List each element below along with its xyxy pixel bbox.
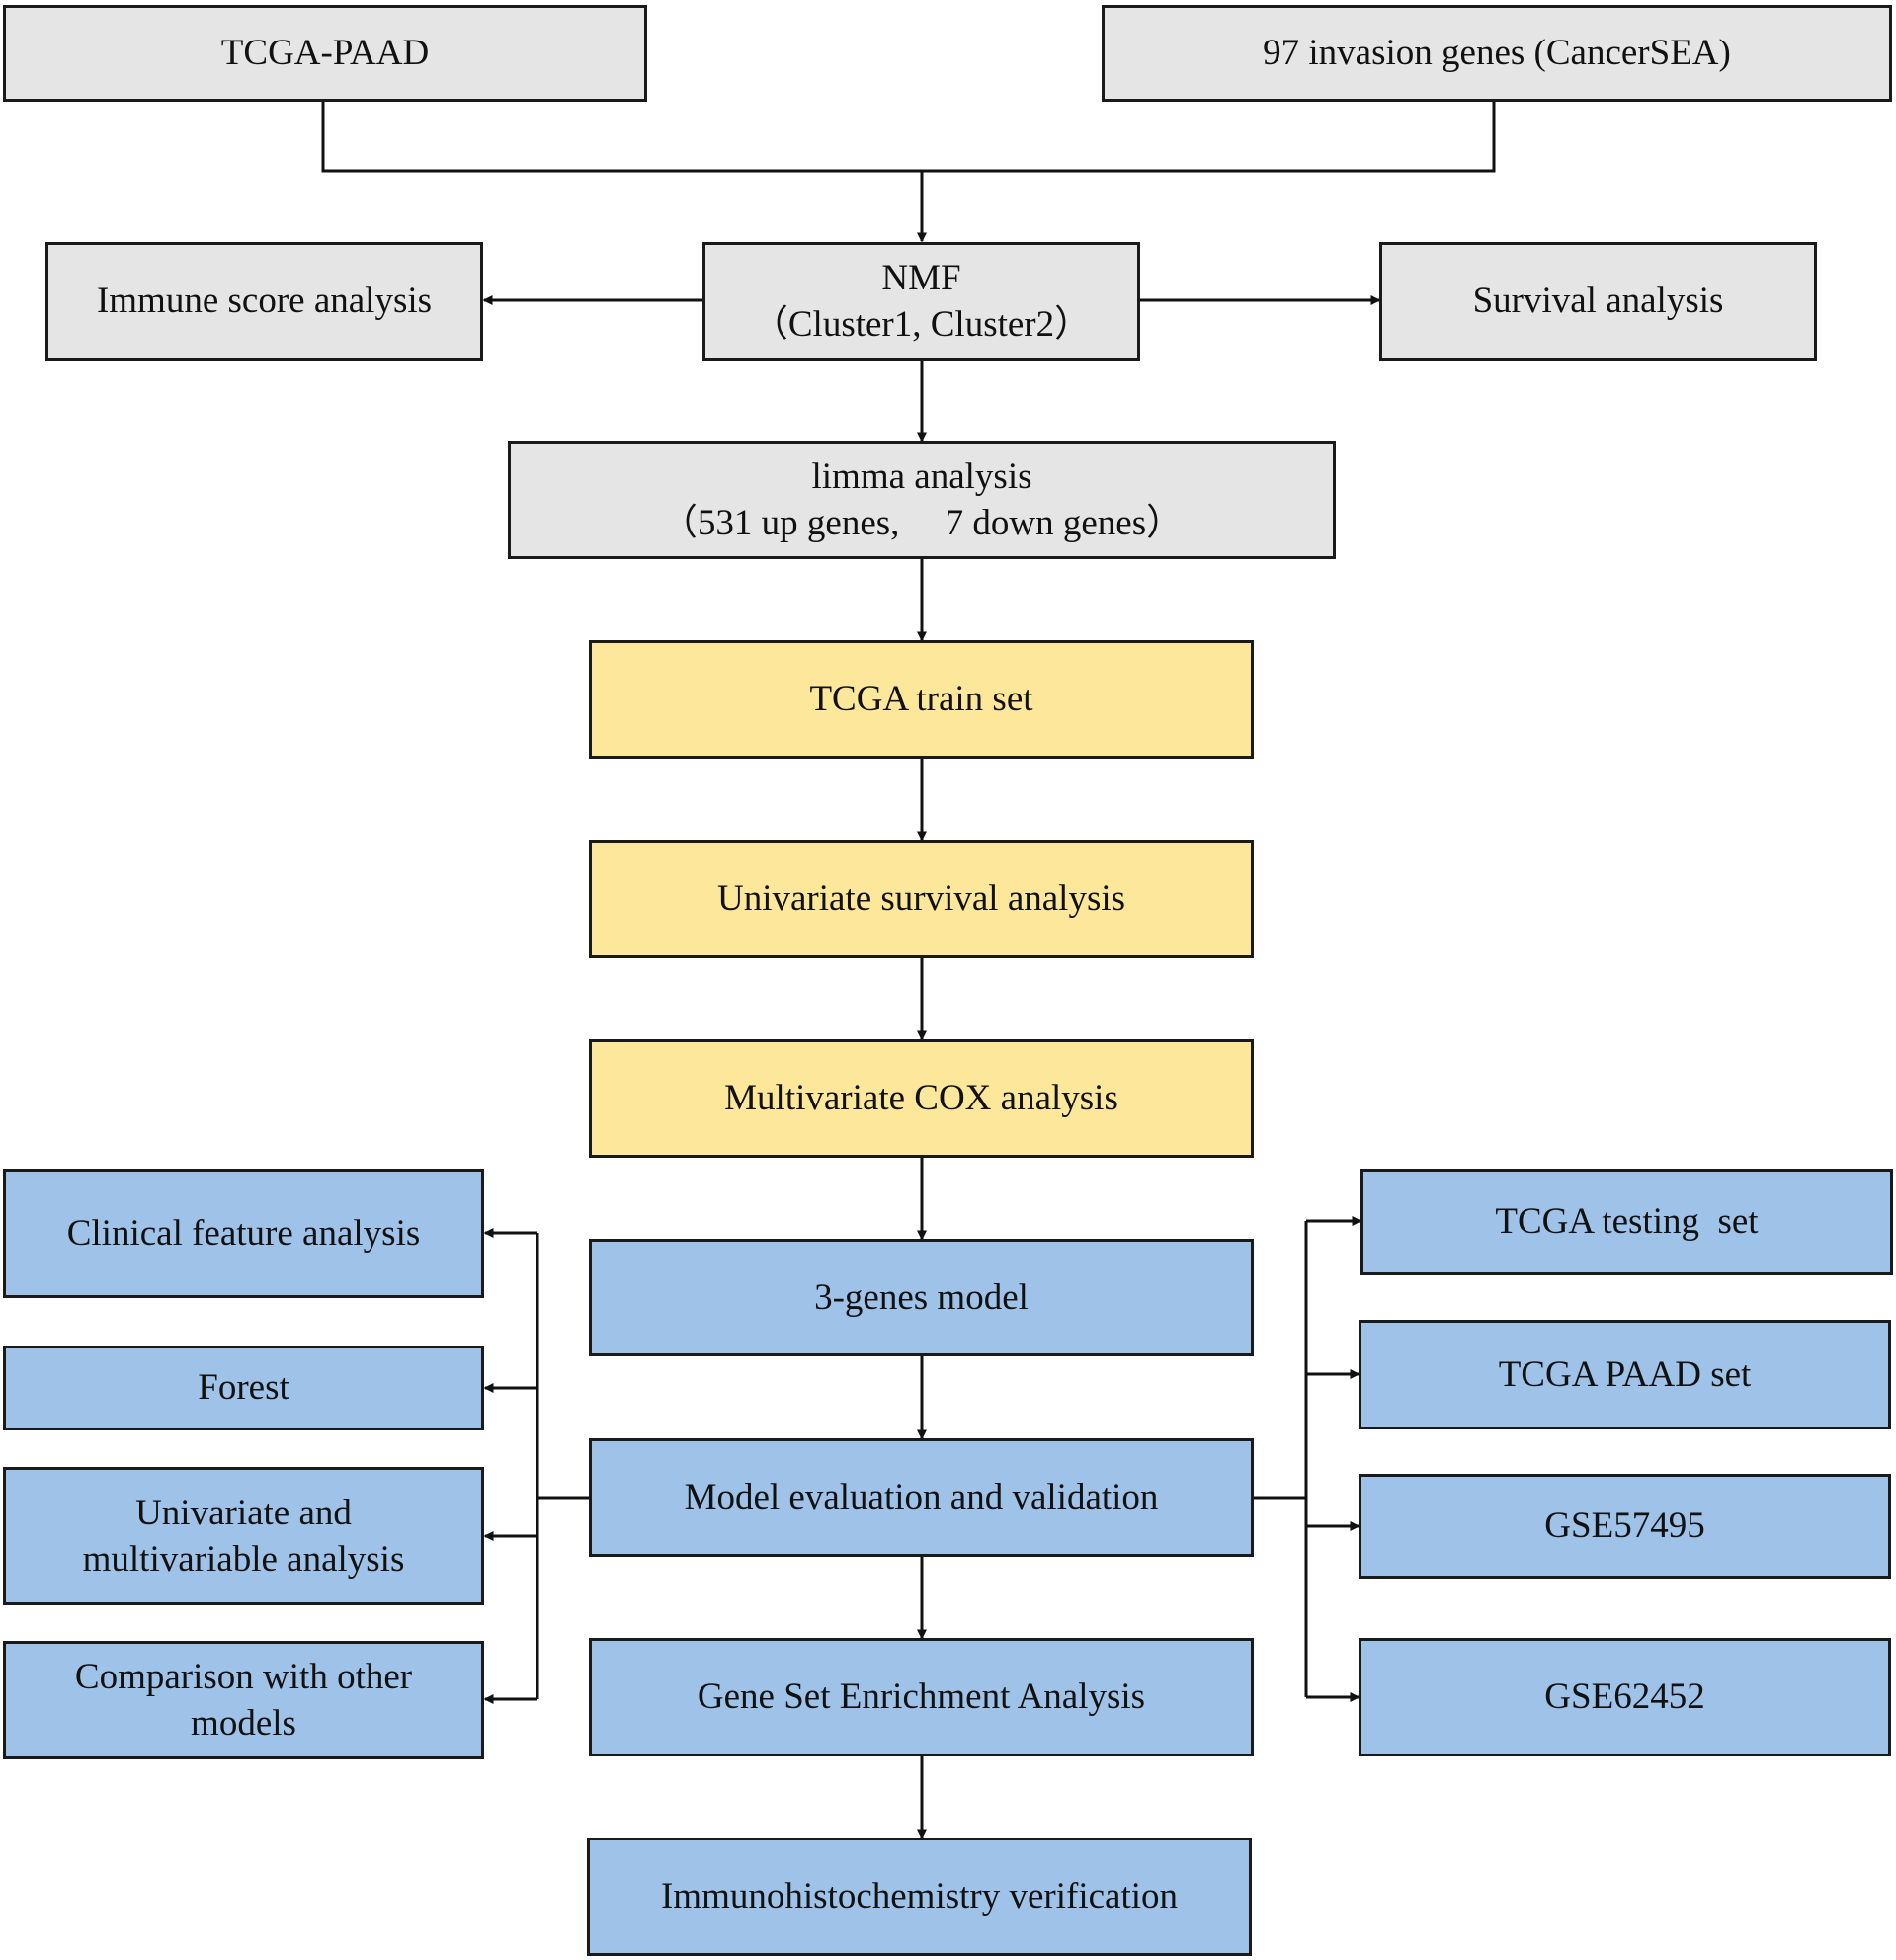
connector-tcga-paad-merge <box>321 102 922 173</box>
node-immune-score-analysis: Immune score analysis <box>45 242 483 361</box>
node-label: 97 invasion genes (CancerSEA) <box>1263 33 1731 74</box>
node-label: TCGA testing set <box>1495 1201 1759 1243</box>
node-tcga-testing-set: TCGA testing set <box>1360 1169 1893 1275</box>
node-survival-analysis: Survival analysis <box>1379 242 1817 361</box>
node-forest: Forest <box>3 1346 484 1430</box>
node-label: GSE57495 <box>1544 1506 1705 1547</box>
node-nmf: NMF （Cluster1, Cluster2） <box>702 242 1140 361</box>
connector-invasion-genes-merge <box>922 102 1496 173</box>
node-limma-analysis: limma analysis （531 up genes, 7 down gen… <box>508 441 1336 559</box>
node-clinical-feature-analysis: Clinical feature analysis <box>3 1169 484 1298</box>
node-label: （531 up genes, 7 down genes） <box>660 503 1184 543</box>
node-invasion-genes: 97 invasion genes (CancerSEA) <box>1102 5 1892 102</box>
node-gene-set-enrichment-analysis: Gene Set Enrichment Analysis <box>589 1638 1254 1756</box>
node-multivariate-cox-analysis: Multivariate COX analysis <box>589 1039 1254 1158</box>
node-gse62452: GSE62452 <box>1359 1638 1891 1756</box>
node-immunohistochemistry-verification: Immunohistochemistry verification <box>587 1838 1252 1956</box>
node-label: Univariate and <box>135 1492 352 1533</box>
node-model-evaluation-validation: Model evaluation and validation <box>589 1438 1254 1557</box>
node-univariate-multivariable-analysis: Univariate and multivariable analysis <box>3 1467 484 1605</box>
node-univariate-survival-analysis: Univariate survival analysis <box>589 840 1254 958</box>
node-label: Forest <box>198 1367 289 1409</box>
node-label: Immune score analysis <box>96 281 433 322</box>
node-label: TCGA-PAAD <box>220 33 430 74</box>
node-label: GSE62452 <box>1544 1676 1705 1718</box>
node-label: Univariate survival analysis <box>716 878 1126 920</box>
node-label: TCGA PAAD set <box>1498 1353 1752 1395</box>
node-gse57495: GSE57495 <box>1359 1474 1891 1579</box>
node-tcga-train-set: TCGA train set <box>589 640 1254 759</box>
node-label: Comparison with other <box>74 1656 413 1697</box>
node-label: NMF <box>881 257 961 298</box>
node-tcga-paad-set: TCGA PAAD set <box>1359 1320 1891 1429</box>
node-label: models <box>191 1703 296 1744</box>
node-tcga-paad: TCGA-PAAD <box>3 5 647 102</box>
node-label: multivariable analysis <box>82 1539 405 1580</box>
node-label: Survival analysis <box>1472 281 1724 322</box>
node-label: Gene Set Enrichment Analysis <box>697 1676 1146 1718</box>
node-label: Immunohistochemistry verification <box>660 1876 1179 1918</box>
node-label: TCGA train set <box>809 679 1033 720</box>
node-label: 3-genes model <box>814 1276 1029 1318</box>
node-label: limma analysis <box>811 455 1032 497</box>
node-label: （Cluster1, Cluster2） <box>751 304 1092 345</box>
node-3-genes-model: 3-genes model <box>589 1239 1254 1356</box>
node-comparison-other-models: Comparison with other models <box>3 1641 484 1759</box>
node-label: Multivariate COX analysis <box>724 1078 1118 1119</box>
node-label: Clinical feature analysis <box>66 1212 421 1254</box>
node-label: Model evaluation and validation <box>684 1477 1159 1518</box>
